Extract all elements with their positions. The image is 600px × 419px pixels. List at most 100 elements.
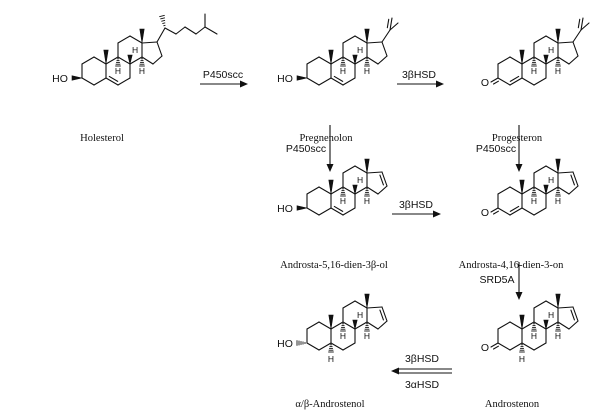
bond [342,186,356,195]
bond [330,77,344,86]
double-bond-line [509,75,520,82]
methyl-19-wedge [519,49,525,65]
bond [572,41,579,57]
bond [366,306,383,309]
bond [509,207,523,216]
bond [366,171,383,174]
hydroxyl-beta-wedge [296,205,308,211]
methyl-18-wedge [364,158,370,174]
bond [381,29,391,43]
oxygen-label: O [481,342,489,354]
bond [557,56,570,65]
bond [497,186,511,195]
bond [572,306,579,322]
h8-wedge [543,184,549,195]
h14-hash [555,323,561,332]
bond [354,300,368,309]
bond [497,77,511,86]
bond [318,321,332,330]
hydrogen-label: H [328,354,334,364]
compound-name-androstenol: α/β-Androstenol [295,399,364,410]
hydrogen-label: H [357,175,363,185]
bond [342,321,356,330]
bond [141,56,154,65]
bond [117,77,131,86]
bond [389,22,399,31]
hydroxyl-alpha-hash [296,340,306,346]
bond [521,342,535,351]
h8-wedge [352,54,358,65]
h8-wedge [352,319,358,330]
bond [509,321,523,330]
bond [141,41,158,44]
methyl-18-wedge [364,293,370,309]
bond [490,77,499,83]
hydrogen-label: H [519,354,525,364]
hydrogen-label: H [548,45,554,55]
h9-hash [115,58,121,67]
methyl-19-wedge [103,49,109,65]
bond [318,186,332,195]
hydroxyl-beta-wedge [296,75,308,81]
enzyme-label: 3βHSD [399,199,433,211]
bond [93,77,107,86]
h8-wedge [543,54,549,65]
hash-segment [163,24,166,27]
bond [354,56,368,65]
bond [557,186,570,195]
bond [330,186,344,195]
hydrogen-label: H [340,66,346,76]
bond [342,165,356,174]
bond [366,56,379,65]
h8-wedge [543,319,549,330]
bond [545,165,559,174]
hydroxyl-label: HO [277,338,293,350]
hydrogen-label: H [548,310,554,320]
hydrogen-label: H [357,45,363,55]
methyl-18-wedge [364,28,370,44]
bond [381,41,388,57]
compound-name-holesterol: Holesterol [80,133,124,144]
bond [521,186,535,195]
h14-hash [364,323,370,332]
bond [318,56,332,65]
bond [129,35,143,44]
double-bond-line [386,18,390,29]
hydrogen-label: H [531,66,537,76]
hydroxyl-beta-wedge [71,75,83,81]
bond [509,186,523,195]
h8-wedge [127,54,133,65]
double-bond-line [570,174,575,186]
hydrogen-label: H [115,66,121,76]
bond [354,186,368,195]
hydrogen-label: H [139,66,145,76]
bond [175,26,186,35]
double-bond-line [492,210,499,215]
hash-segment [160,17,165,20]
bond [545,321,559,330]
hydrogen-label: H [555,66,561,76]
bond [377,320,388,330]
bond [342,77,356,86]
reaction-arrow-androstenon-to-androstenol: 3βHSD 3αHSD [391,353,452,391]
bond [342,342,356,351]
bond [152,55,163,65]
bond [568,320,579,330]
enzyme-label: P450scc [203,69,243,81]
h9-hash [340,188,346,197]
methyl-19-wedge [328,49,334,65]
reaction-arrow-holesterol-to-pregnenolon: P450scc [200,69,248,88]
compound-name-progesteron: Progesteron [492,133,543,144]
bond [533,207,547,216]
bond [533,35,547,44]
bond [377,185,388,195]
h9-hash [531,323,537,332]
methyl-18-wedge [139,28,145,44]
methyl-18-wedge [555,28,561,44]
reaction-arrow-pregnenolon-to-androsta-dienol: P450scc [286,125,334,172]
double-bond-line [333,205,344,212]
h9-hash [340,58,346,67]
